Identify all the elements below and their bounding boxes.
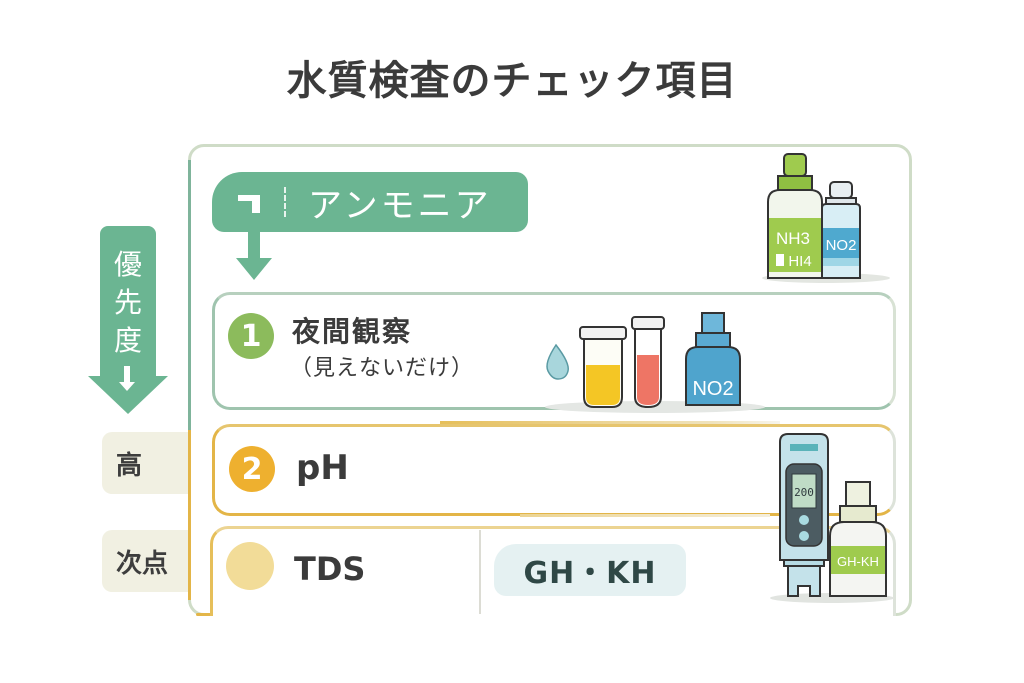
- priority-char: 度: [113, 324, 142, 357]
- row-divider: [440, 407, 540, 410]
- priority-char: 先: [113, 286, 142, 319]
- row-subtitle: （見えないだけ）: [290, 356, 475, 381]
- down-arrow-head-icon: [119, 382, 135, 391]
- row-title: pH: [296, 448, 349, 488]
- priority-level-next: 次点: [102, 530, 188, 592]
- frame-left-green: [188, 160, 191, 430]
- number-badge: 2: [229, 446, 275, 492]
- down-arrow-icon: [236, 258, 272, 280]
- priority-char: 優: [113, 248, 142, 281]
- banner-divider: [284, 187, 286, 217]
- svg-text:200: 200: [794, 486, 814, 499]
- priority-level-high: 高: [102, 432, 188, 494]
- number-badge: 1: [228, 313, 274, 359]
- svg-text:HI4: HI4: [788, 253, 811, 270]
- svg-text:NO2: NO2: [692, 378, 733, 400]
- banner-label: アンモニア: [308, 185, 492, 226]
- frame-left-gold: [188, 430, 191, 600]
- row-divider: [520, 514, 770, 517]
- ammonia-banner: アンモニア: [212, 172, 528, 232]
- corner-mark-icon: [238, 193, 262, 213]
- row-title: 夜間観察: [292, 315, 413, 348]
- banner-arrow-stem: [248, 230, 260, 260]
- svg-text:NO2: NO2: [826, 237, 857, 254]
- ghkh-pill: GH・KH: [494, 544, 686, 596]
- row-divider: [440, 421, 780, 424]
- page-title: 水質検査のチェック項目: [286, 58, 738, 104]
- test-tubes-illustration: NO2: [545, 312, 765, 413]
- svg-text:NH3: NH3: [776, 229, 810, 248]
- row-title: TDS: [294, 550, 366, 588]
- svg-text:GH-KH: GH-KH: [837, 554, 879, 569]
- number-badge: [226, 542, 274, 590]
- water-drop-icon: [546, 343, 569, 380]
- row-divider: [479, 530, 481, 614]
- nh3-no2-bottles-icon: NO2 NH3 HI4: [762, 153, 890, 283]
- down-arrow-icon: [124, 366, 130, 384]
- tds-meter-ghkh-illustration: 200 GH-KH: [770, 433, 894, 603]
- priority-arrow: 優 先 度: [100, 226, 156, 378]
